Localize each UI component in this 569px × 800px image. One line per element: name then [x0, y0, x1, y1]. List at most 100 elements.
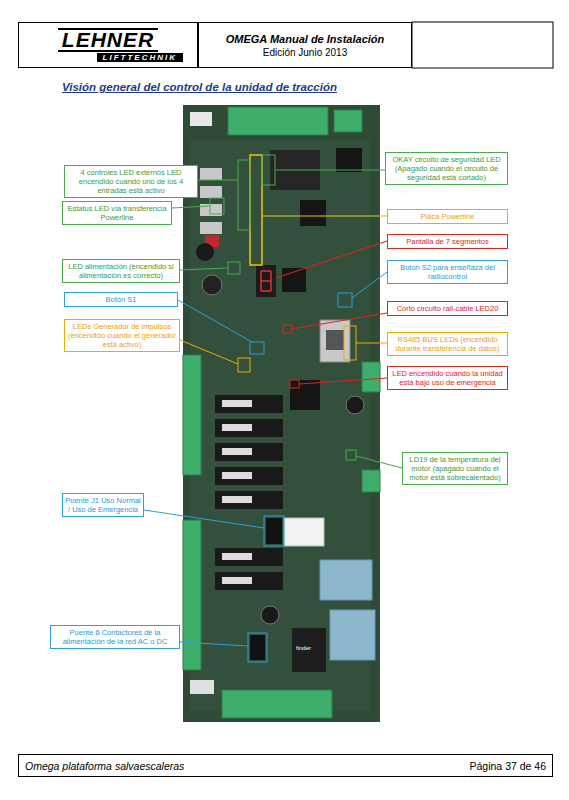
callout-box: LEDs Generador de impulsos (encendido cu… — [64, 319, 180, 352]
terminal-block — [183, 355, 201, 475]
logo-cell: LEHNERLIFTTECHNIK — [18, 22, 198, 68]
pcb — [183, 105, 380, 722]
leader-line — [180, 642, 248, 646]
part-label: finder — [296, 645, 311, 651]
connector — [190, 112, 212, 126]
relay — [320, 560, 372, 600]
capacitor — [261, 606, 279, 624]
node-text: LED encendido cuando la unidad está bajo… — [390, 369, 505, 387]
node-text: Edición Junio 2013 — [263, 47, 348, 58]
node-text: Corto circuito rail-cable LED20 — [390, 304, 505, 313]
highlight-box — [264, 516, 284, 546]
callout-box: Botón S1 — [64, 292, 178, 307]
leader-line — [292, 313, 387, 329]
relay — [292, 628, 326, 672]
highlight-box — [250, 342, 264, 354]
callout-box: Estatus LED vía transferencia Powerline — [62, 201, 172, 225]
relay-label — [222, 400, 252, 407]
terminal-block — [183, 520, 201, 670]
highlight-box — [250, 155, 262, 265]
callout-box: Botón S2 para enseñaza del radiocontrol — [387, 260, 508, 284]
relay-label — [222, 577, 252, 584]
ic-chip — [290, 380, 320, 410]
leader-line — [198, 180, 238, 181]
relay — [215, 548, 283, 566]
relay — [215, 419, 283, 437]
leader-line — [144, 510, 264, 528]
node-text: Página 37 de 46 — [470, 760, 546, 772]
highlight-box — [238, 160, 250, 230]
callout-box: LED encendido cuando la unidad está bajo… — [387, 366, 508, 390]
node-text: LD19 de la temperatura del motor (apagad… — [405, 455, 505, 482]
ethernet-jack-inner — [326, 330, 344, 350]
relay — [215, 443, 283, 461]
leader-line — [276, 241, 387, 278]
highlight-box — [228, 262, 240, 274]
jumper — [266, 518, 282, 544]
node-text: LEHNER — [58, 28, 158, 52]
highlight-box — [338, 293, 352, 307]
leader-line — [178, 300, 252, 342]
highlight-box — [238, 358, 250, 372]
callout-box: RS485 BUS LEDs (encendido durante transf… — [387, 332, 508, 356]
connector — [190, 680, 214, 694]
callout-box: Placa Powerline — [387, 209, 508, 224]
callout-box: LD19 de la temperatura del motor (apagad… — [402, 452, 508, 485]
node-text: Puente 6 Contactores de la alimentación … — [53, 628, 177, 646]
node-text: OKAY circuito de seguridad LED (Apagado … — [388, 155, 505, 182]
callout-box: LED alimentación (encendido si alimentac… — [62, 259, 180, 283]
node-text: Botón S2 para enseñaza del radiocontrol — [390, 263, 505, 281]
pcb-board — [183, 105, 380, 722]
highlight-box — [248, 633, 267, 662]
callout-box: 4 controles LED externos LED encendido c… — [64, 165, 198, 198]
node-text: Placa Powerline — [390, 212, 505, 221]
capacitor — [202, 275, 222, 295]
node-text: OMEGA Manual de Instalación — [226, 33, 385, 45]
node-text: Pantalla de 7 segmentos — [390, 237, 505, 246]
component — [284, 518, 324, 546]
seven-segment — [256, 265, 276, 297]
highlight-box — [290, 380, 299, 388]
relay-label — [222, 424, 252, 431]
leader-line — [172, 206, 210, 208]
leader-line — [356, 343, 387, 344]
node-text: LIFTTECHNIK — [97, 53, 183, 62]
node-text: 4 controles LED externos LED encendido c… — [67, 168, 195, 195]
highlight-box — [283, 325, 292, 333]
relay-label — [222, 472, 252, 479]
footer-box: Omega plataforma salvaescaleras Página 37… — [18, 754, 553, 777]
highlight-box — [210, 198, 224, 214]
ic-chip — [336, 148, 362, 172]
highlight-box — [344, 326, 356, 360]
component — [200, 168, 222, 180]
terminal-block — [222, 690, 332, 718]
terminal-block — [362, 362, 380, 392]
header-cell — [412, 22, 553, 68]
node-text: LED alimentación (encendido si alimentac… — [65, 262, 177, 280]
leader-line — [180, 340, 238, 364]
highlight-box — [346, 450, 356, 460]
callout-box: Puente J1 Uso Normal / Uso de Emergencia — [62, 493, 144, 517]
page-title: Visión general del control de la unidad … — [62, 81, 337, 93]
highlight-box — [262, 155, 275, 185]
callout-box: Puente 6 Contactores de la alimentación … — [50, 625, 180, 649]
ic-chip — [300, 200, 326, 226]
capacitor — [346, 396, 364, 414]
relay-label — [222, 553, 252, 560]
leader-line — [275, 170, 385, 171]
leader-line — [262, 216, 387, 217]
relay — [215, 491, 283, 509]
jumper — [250, 635, 265, 660]
leader-line — [299, 378, 387, 384]
terminal-block — [362, 470, 380, 492]
leader-line — [356, 456, 402, 468]
node-text: Omega plataforma salvaescaleras — [25, 760, 184, 772]
relay-label — [222, 496, 252, 503]
relay — [215, 572, 283, 590]
node-text: Estatus LED vía transferencia Powerline — [65, 204, 169, 222]
component — [200, 222, 222, 234]
terminal-block — [228, 107, 328, 135]
relay — [215, 467, 283, 485]
